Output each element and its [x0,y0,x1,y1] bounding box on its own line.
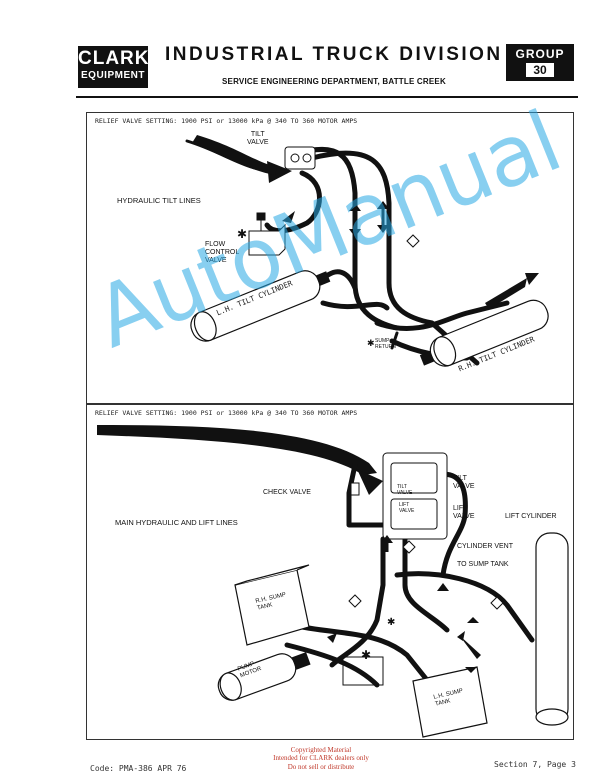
lift-valve-bottom-line2: VALVE [453,513,475,521]
lift-valve-small-line1: LIFT [399,502,410,508]
relief-setting-top: RELIEF VALVE SETTING: 1900 PSI or 13000 … [95,117,358,125]
footer-page-number: Section 7, Page 3 [494,760,576,769]
pump-suction-hose [284,642,380,688]
logo-line2: EQUIPMENT [81,70,145,81]
header-rule [76,96,578,98]
asterisk-sump: ✱ [367,339,375,349]
footer-code: Code: PMA-386 APR 76 [90,764,187,773]
check-diamond-bottom [402,540,416,554]
lift-cylinder-body [535,532,569,726]
tilt-valve-label-bottom: TILT VALVE [453,475,475,491]
tilt-valve-small-line1: TILT [397,484,407,490]
valve-to-lift-hose [434,471,468,578]
to-sump-tank-label: TO SUMP TANK [457,561,509,568]
lift-valve-bottom-line1: LIFT [453,505,468,512]
logo-line1: CLARK [78,48,150,69]
flow-control-valve-body [248,212,286,256]
copyright-line1: Copyrighted Material [290,746,352,754]
lh-tilt-cylinder-body [190,270,331,342]
tilt-lines-diagram: ✱ ✱ RELIEF VALVE SETTING: 1900 PSI or 13… [86,112,574,404]
tilt-valve-small-line2: VALVE [397,489,413,496]
division-title: INDUSTRIAL TRUCK DIVISION [165,44,503,65]
check-diamond-bottom-2 [348,594,362,608]
pressure-arrow-body [192,135,277,175]
group-badge: GROUP 30 [506,44,574,81]
tilt-valve-bottom-line1: TILT [453,475,467,482]
pressure-arrow-bottom-head [357,469,383,495]
flow-control-hose [264,170,322,234]
group-number: 30 [526,63,554,77]
tilt-valve-bottom-line2: VALVE [453,483,475,491]
footer-copyright: Copyrighted Material Intended for CLARK … [266,746,376,771]
mount-bracket [342,656,384,686]
copyright-line2: Intended for CLARK dealers only [273,754,369,763]
asterisk-flow: ✱ [237,227,247,241]
lift-lines-diagram: ✱ ✱ RELIEF VALVE SETTING: 1900 PSI or 13… [86,404,574,740]
sump-return-line2: RETURN [375,343,396,350]
check-valve-hose [346,462,390,528]
group-label: GROUP [515,47,565,61]
lift-lines-title: MAIN HYDRAULIC AND LIFT LINES [115,518,238,527]
lift-valve-label-bottom: LIFT VALVE [453,505,475,521]
sump-return-label: SUMP RETURN [375,338,396,351]
lift-cylinder-label: LIFT CYLINDER [505,513,557,520]
tilt-lines-drawing: ✱ ✱ [185,135,549,367]
tank-cross-hose [289,622,430,683]
cylinder-vent-label: CYLINDER VENT [457,543,514,550]
flow-control-label-line1: FLOW [205,241,226,248]
lift-valve-small-line2: VALVE [399,507,415,514]
check-diamond-bottom-3 [490,596,504,610]
pressure-arrow-bottom [97,425,377,475]
flow-control-label-line2: CONTROL [205,249,240,257]
flow-control-label-line3: VALVE [205,257,227,265]
valve-return-hose [402,536,450,633]
lift-cylinder-hose [394,571,535,643]
lh-hose-2 [320,300,390,311]
copyright-line3: Do not sell or distribute [287,762,355,771]
pump-motor-body [217,652,311,701]
rh-hose-1 [374,300,510,331]
relief-setting-bottom: RELIEF VALVE SETTING: 1900 PSI or 13000 … [95,409,358,417]
check-valve-body [350,482,360,496]
tilt-lines-title: HYDRAULIC TILT LINES [117,196,201,205]
lift-lines-drawing: ✱ ✱ [97,425,569,738]
control-valve-block [382,452,448,540]
sump-return-line1: SUMP [375,338,390,344]
tilt-valve-label-line1: TILT [250,131,265,138]
clark-equipment-logo: CLARK EQUIPMENT [78,46,150,88]
tilt-hose-b [309,150,480,366]
lift-valve-small-label: LIFT VALVE [399,502,415,515]
tilt-valve-label-line2: VALVE [247,139,269,147]
rh-tilt-cylinder-body [419,299,549,367]
department-subtitle: SERVICE ENGINEERING DEPARTMENT, BATTLE C… [222,77,446,86]
tilt-valve-body [284,146,316,170]
check-valve-label: CHECK VALVE [263,489,311,496]
flow-control-valve-label: FLOW CONTROL VALVE [205,241,239,265]
asterisk-bottom-2: ✱ [361,648,371,662]
check-diamond-top [406,234,420,248]
rh-sump-tank-body [234,564,310,646]
sump-return-line [390,331,399,350]
tilt-valve-label: TILT VALVE [247,131,269,147]
flow-arrows-top [277,201,539,309]
asterisk-bottom-1: ✱ [387,617,395,628]
tilt-valve-small-label: TILT VALVE [397,484,413,497]
flow-arrows-bottom [327,535,481,673]
lh-sump-tank-body [412,666,488,738]
